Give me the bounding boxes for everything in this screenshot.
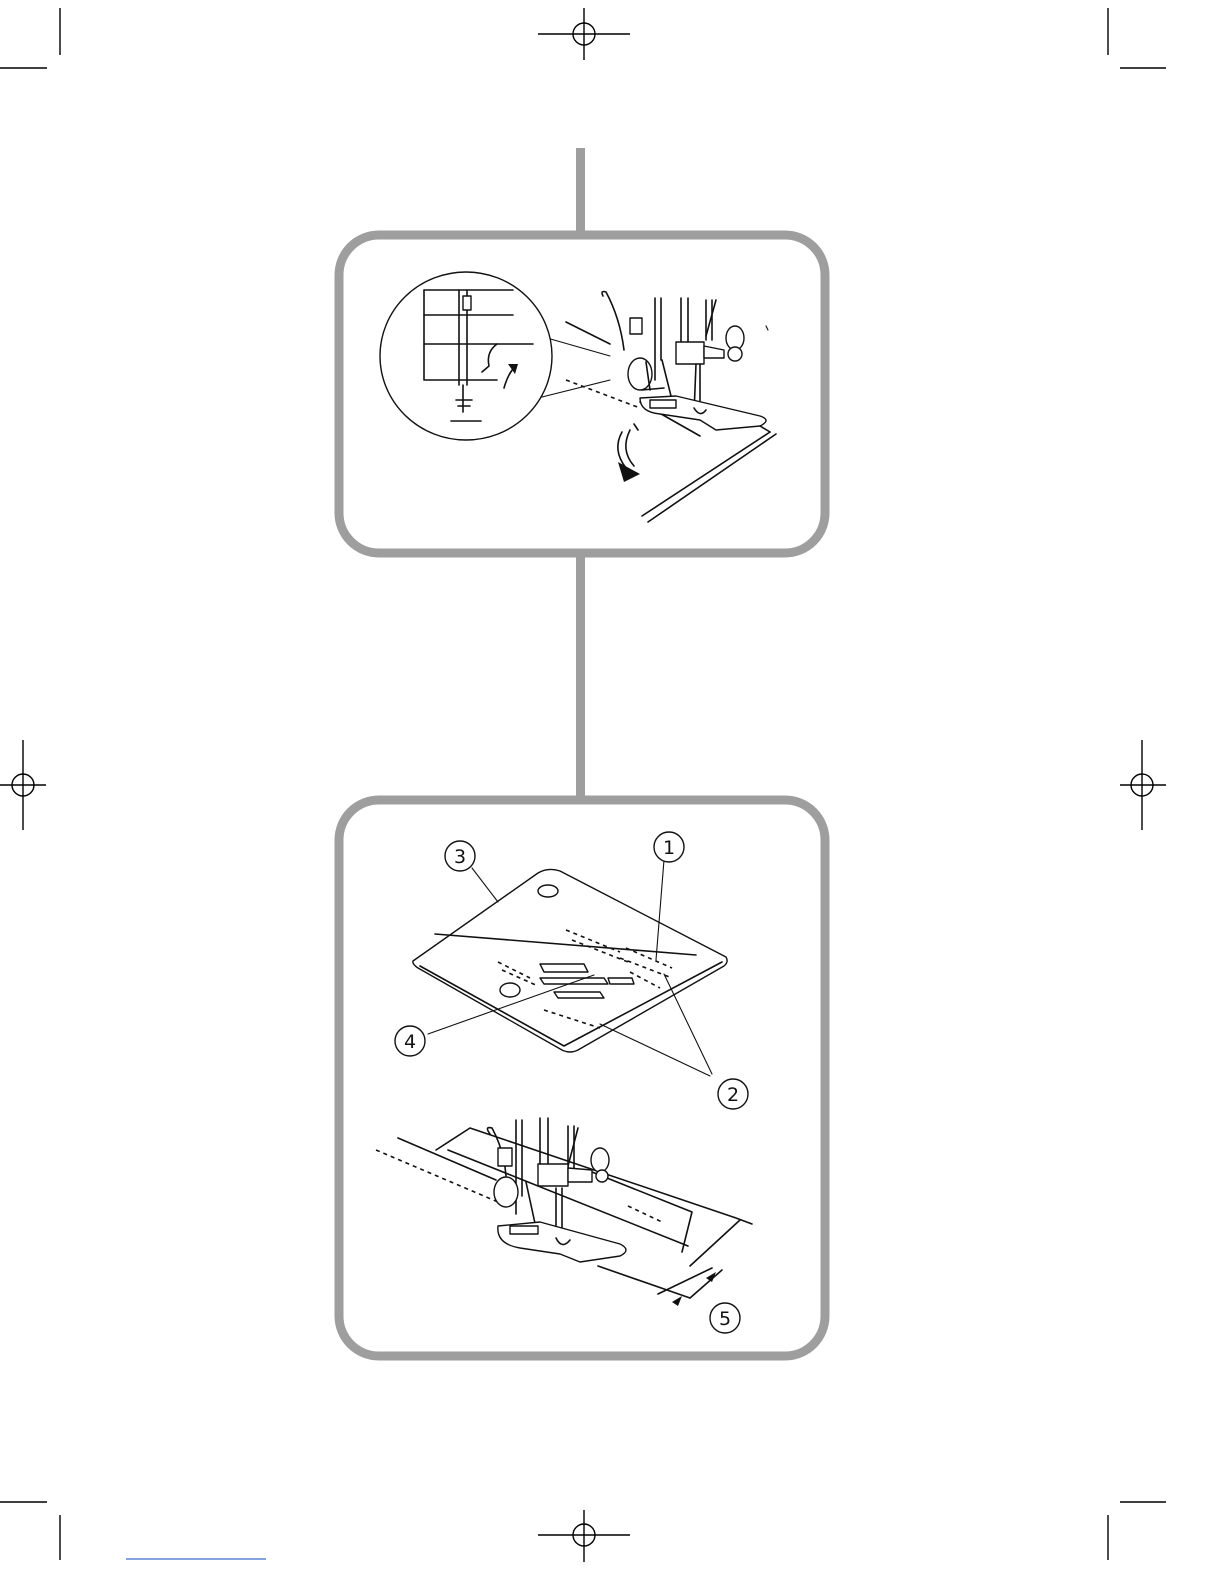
svg-text:2: 2 (727, 1084, 739, 1106)
callout-4: 4 (395, 1026, 425, 1056)
svg-text:5: 5 (719, 1308, 731, 1330)
callout-2: 2 (718, 1079, 748, 1109)
registration-mark-right (1120, 740, 1166, 830)
registration-mark-left (0, 740, 46, 830)
callout-1: 1 (654, 832, 684, 862)
svg-text:4: 4 (404, 1031, 416, 1053)
callout-5: 5 (710, 1303, 740, 1333)
svg-text:1: 1 (663, 837, 675, 859)
connector-bar-middle (576, 552, 585, 802)
connector-bar-top (576, 148, 585, 238)
registration-mark-bottom (538, 1510, 630, 1562)
callout-3: 3 (445, 841, 475, 871)
registration-mark-top (538, 8, 630, 60)
svg-text:3: 3 (454, 846, 466, 868)
